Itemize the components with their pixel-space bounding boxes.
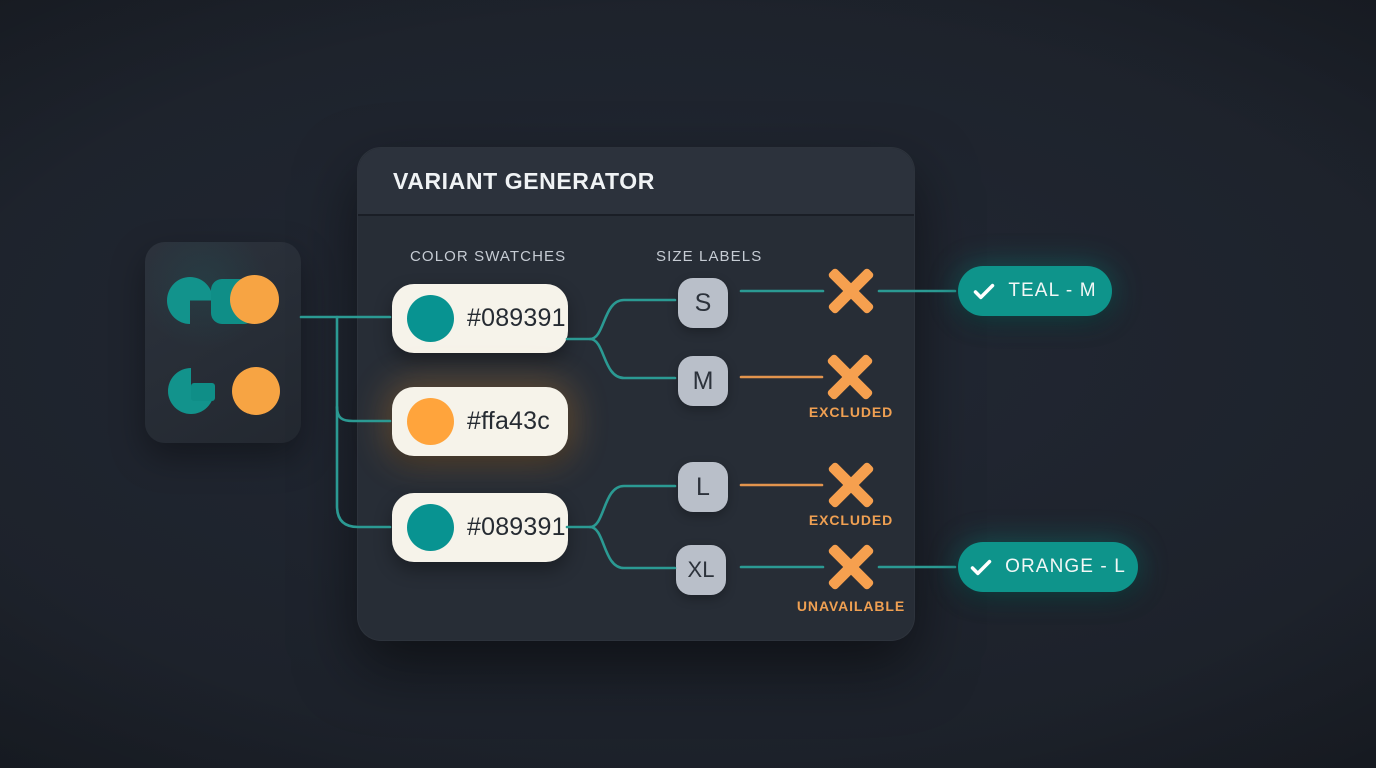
- swatch-hex-value: #089391: [467, 513, 566, 541]
- swatch-orange[interactable]: #ffa43c: [392, 387, 568, 456]
- swatch-hex-value: #089391: [467, 304, 566, 332]
- size-chip-label: M: [692, 366, 714, 395]
- color-swatches-column-label: COLOR SWATCHES: [410, 248, 567, 265]
- result-badge-label: TEAL - M: [1008, 280, 1097, 301]
- size-labels-column-label: SIZE LABELS: [656, 248, 763, 265]
- result-badge-teal-m[interactable]: TEAL - M: [958, 266, 1112, 316]
- size-chip-xl[interactable]: XL: [676, 545, 726, 595]
- excluded-x-icon: [828, 544, 874, 590]
- result-badge-label: ORANGE - L: [1005, 556, 1126, 577]
- size-chip-label: XL: [687, 557, 715, 582]
- excluded-x-icon: [827, 354, 873, 400]
- swatch-hex-value: #ffa43c: [467, 407, 550, 435]
- excluded-x-icon: [828, 462, 874, 508]
- teal-pacman-shape: [167, 277, 213, 324]
- source-artwork-card: [145, 242, 301, 443]
- swatch-teal-2[interactable]: #089391: [392, 493, 568, 562]
- size-chip-l[interactable]: L: [678, 462, 728, 512]
- panel-title: VARIANT GENERATOR: [393, 167, 655, 194]
- panel-header: VARIANT GENERATOR: [358, 148, 914, 216]
- check-icon: [970, 559, 992, 575]
- result-badge-orange-l[interactable]: ORANGE - L: [958, 542, 1138, 592]
- excluded-label: EXCLUDED: [808, 512, 894, 528]
- orange-circle-shape-small: [232, 367, 280, 415]
- unavailable-label: UNAVAILABLE: [796, 598, 906, 614]
- check-icon: [974, 283, 995, 299]
- teal-color-dot: [407, 504, 454, 551]
- orange-circle-shape: [230, 275, 279, 324]
- orange-color-dot: [407, 398, 454, 445]
- teal-tab-shape: [191, 383, 215, 401]
- swatch-teal-1[interactable]: #089391: [392, 284, 568, 353]
- variant-generator-panel: VARIANT GENERATOR COLOR SWATCHES SIZE LA…: [357, 147, 915, 641]
- size-chip-label: L: [696, 472, 710, 501]
- size-chip-s[interactable]: S: [678, 278, 728, 328]
- size-chip-label: S: [694, 288, 712, 317]
- teal-color-dot: [407, 295, 454, 342]
- size-chip-m[interactable]: M: [678, 356, 728, 406]
- excluded-x-icon: [828, 268, 874, 314]
- excluded-label: EXCLUDED: [808, 404, 894, 420]
